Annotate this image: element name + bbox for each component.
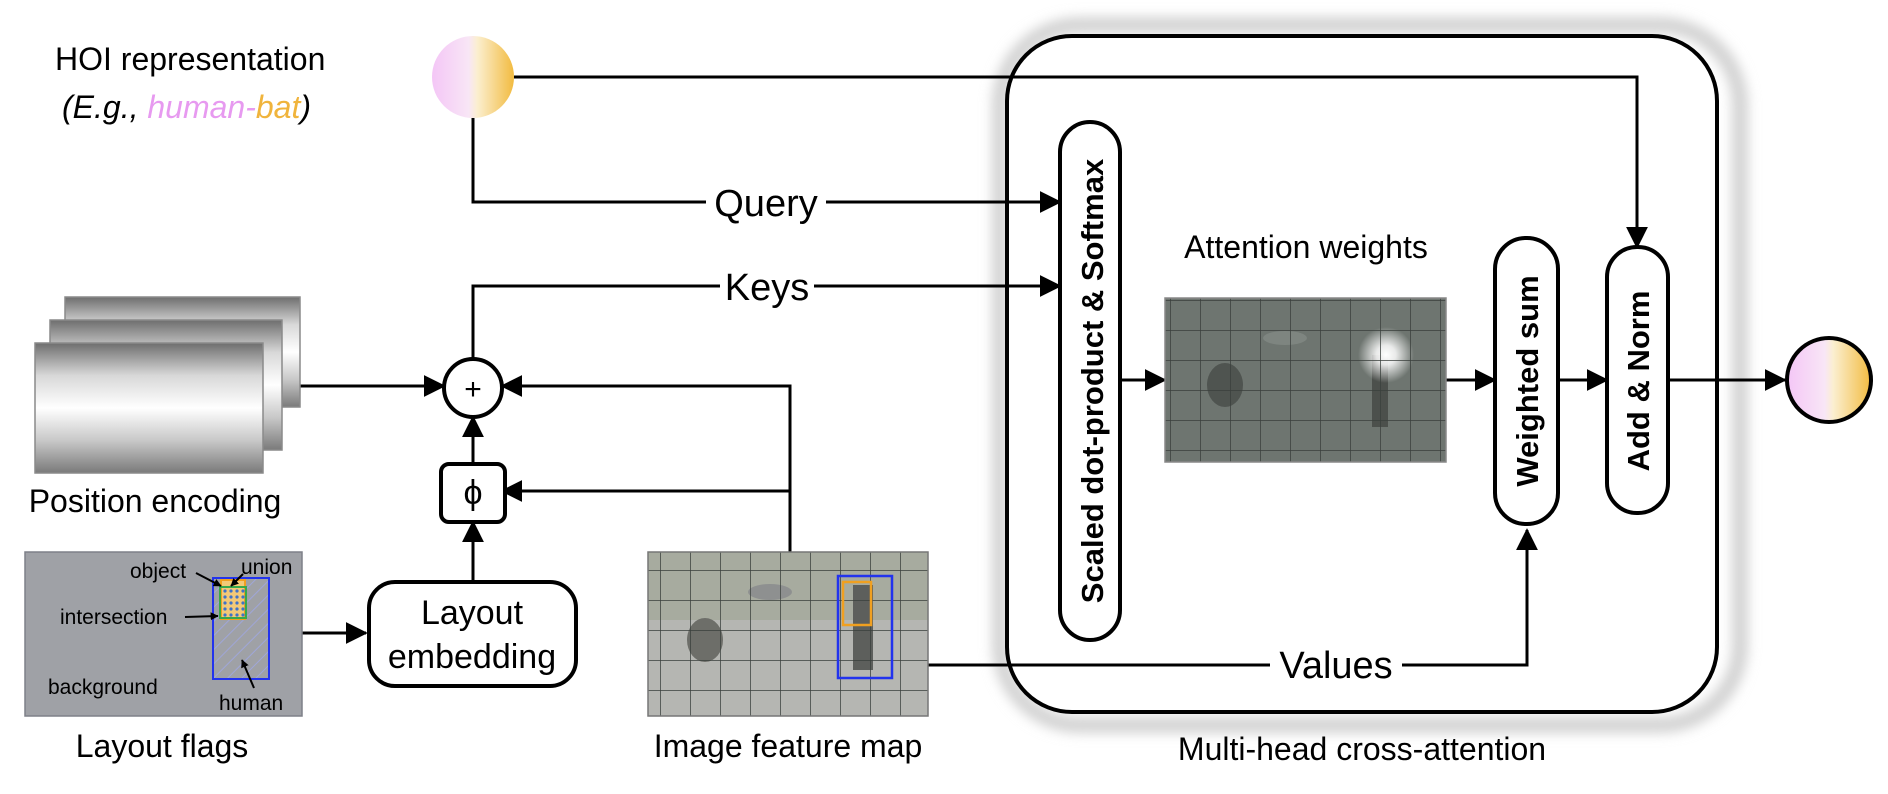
attention-weights-map <box>1164 297 1447 463</box>
add-norm-box <box>1605 245 1670 515</box>
flag-union-label: union <box>241 556 292 579</box>
weighted-sum-text: Weighted sum <box>1510 275 1545 486</box>
attention-weights-label: Attention weights <box>1184 229 1428 265</box>
hoi-token-input <box>432 36 514 118</box>
values-label-bg <box>1270 643 1402 687</box>
flag-pointer-arrows <box>184 572 255 689</box>
hoi-representation-title: HOI representation <box>55 41 325 77</box>
hoi-example-text: (E.g., human-bat) <box>62 89 311 125</box>
flag-object-label: object <box>130 560 186 583</box>
phi-symbol: ϕ <box>463 474 482 512</box>
scaled-dot-softmax-text: Scaled dot-product & Softmax <box>1075 158 1110 603</box>
values-arrow <box>928 528 1538 667</box>
example-dash: - <box>245 89 256 125</box>
flag-intersection-label: intersection <box>60 606 167 629</box>
image-feature-map <box>647 551 929 717</box>
attention-block-label: Multi-head cross-attention <box>1178 731 1546 767</box>
example-suffix: ) <box>296 89 311 125</box>
hoi-token-output <box>1785 336 1873 424</box>
query-label-bg <box>706 180 826 224</box>
example-human: human <box>147 89 245 125</box>
position-encoding-label: Position encoding <box>29 483 282 519</box>
position-encoding-stack <box>34 296 301 474</box>
featmap-to-plus-arrow <box>500 375 792 552</box>
attention-block-shadow <box>992 17 1748 733</box>
keys-label-bg <box>720 264 814 308</box>
flag-background-label: background <box>48 676 158 699</box>
scaled-dot-softmax-box <box>1058 120 1122 642</box>
query-label: Query <box>714 183 817 225</box>
phi-node <box>439 462 507 524</box>
plus-symbol: + <box>464 373 482 406</box>
example-prefix: (E.g., <box>62 89 147 125</box>
weighted-sum-box <box>1493 236 1560 526</box>
values-label: Values <box>1279 645 1392 687</box>
residual-arrow <box>514 75 1648 249</box>
add-norm-text: Add & Norm <box>1621 291 1656 472</box>
keys-arrow <box>471 275 1062 358</box>
example-bat: bat <box>256 89 302 125</box>
keys-label: Keys <box>725 267 809 309</box>
flag-human-label: human <box>219 692 283 715</box>
layout-embedding-box <box>367 580 578 688</box>
plus-node <box>442 357 504 419</box>
layout-embedding-line2: embedding <box>388 638 556 676</box>
layout-flags-image <box>24 551 303 717</box>
layout-flags-label: Layout flags <box>76 728 249 764</box>
layout-embedding-line1: Layout <box>421 594 524 632</box>
query-arrow <box>471 118 1062 213</box>
image-feature-map-label: Image feature map <box>654 728 923 764</box>
